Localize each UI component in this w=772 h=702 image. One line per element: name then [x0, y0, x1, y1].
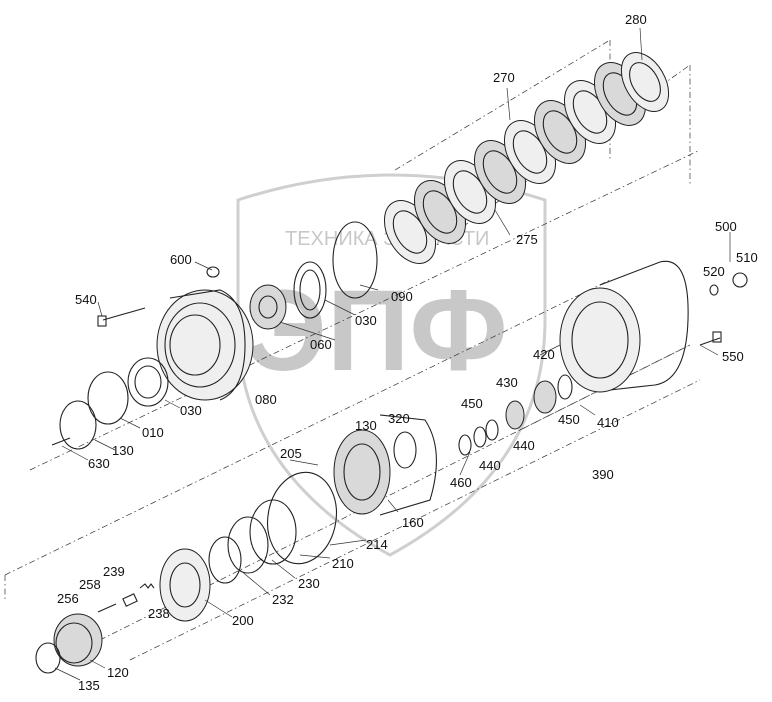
part-label: 030: [355, 313, 377, 328]
leader-lines: [54, 27, 731, 681]
part-label: 450: [461, 396, 483, 411]
part-label: 130: [112, 443, 134, 458]
part-label: 010: [142, 425, 164, 440]
part-label: 440: [513, 438, 535, 453]
part-label: 200: [232, 613, 254, 628]
rings-440-460: [458, 374, 573, 456]
part-label: 600: [170, 252, 192, 267]
part-label: 205: [280, 446, 302, 461]
part-labels: 280 270 275 500 510 520 550 600 540 090 …: [57, 12, 758, 693]
part-label: 080: [255, 392, 277, 407]
part-label: 420: [533, 347, 555, 362]
part-label: 239: [103, 564, 125, 579]
ring-gear-120: [35, 613, 103, 674]
bolts: [51, 266, 748, 446]
carrier-080: [249, 284, 287, 330]
part-label: 135: [78, 678, 100, 693]
part-label: 460: [450, 475, 472, 490]
hub-030: [156, 289, 254, 401]
part-label: 550: [722, 349, 744, 364]
part-label: 630: [88, 456, 110, 471]
part-label: 280: [625, 12, 647, 27]
part-label: 450: [558, 412, 580, 427]
part-label: 160: [402, 515, 424, 530]
part-label: 238: [148, 606, 170, 621]
planet-carrier-160: [333, 414, 437, 516]
piston-200: [159, 548, 211, 622]
clutch-disc-pack: [383, 52, 670, 264]
part-label: 258: [79, 577, 101, 592]
part-label: 520: [703, 264, 725, 279]
part-label: 320: [388, 411, 410, 426]
part-label: 440: [479, 458, 501, 473]
part-label: 510: [736, 250, 758, 265]
part-label: 540: [75, 292, 97, 307]
part-label: 120: [107, 665, 129, 680]
spring-pin-set: [97, 583, 155, 613]
watermark-logo-text: ЭПФ: [245, 267, 508, 395]
part-label: 214: [366, 537, 388, 552]
part-label: 256: [57, 591, 79, 606]
seal-rings-210-232: [208, 471, 337, 584]
housing-410: [559, 260, 689, 393]
part-label: 230: [298, 576, 320, 591]
part-label: 500: [715, 219, 737, 234]
part-label: 275: [516, 232, 538, 247]
part-label: 430: [496, 375, 518, 390]
part-label: 270: [493, 70, 515, 85]
part-label: 090: [391, 289, 413, 304]
part-label: 210: [332, 556, 354, 571]
part-label: 232: [272, 592, 294, 607]
part-label: 390: [592, 467, 614, 482]
watermark-logo: ТЕХНИКА ЗАПЧАСТИ ЭПФ: [236, 173, 547, 557]
part-label: 410: [597, 415, 619, 430]
bearings-seals: [59, 221, 378, 450]
part-label: 060: [310, 337, 332, 352]
part-label: 130: [355, 418, 377, 433]
part-label: 030: [180, 403, 202, 418]
